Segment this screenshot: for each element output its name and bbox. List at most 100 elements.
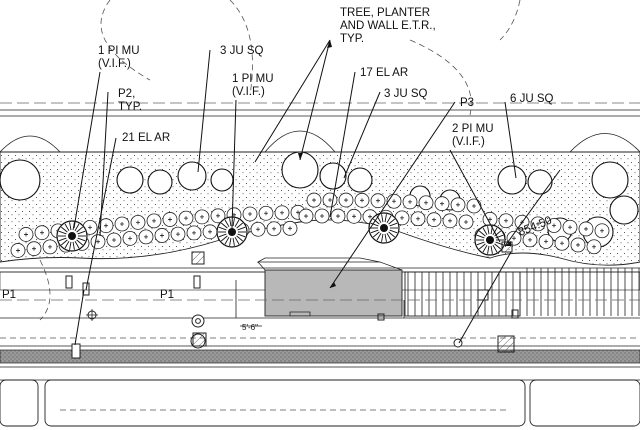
pine-needle <box>487 245 490 254</box>
existing-tree-planters <box>0 130 640 201</box>
label-line: TYP. <box>340 33 364 45</box>
grass-center <box>576 242 580 247</box>
dimension-label: 5'-6" <box>242 323 258 332</box>
juniper-shrub <box>116 166 144 194</box>
pine-needle <box>482 244 488 253</box>
pine-needle <box>384 233 387 242</box>
pine-needle <box>236 222 244 229</box>
pine-trunk <box>486 236 494 244</box>
grass-center <box>96 239 100 244</box>
label-p3: P3 <box>460 97 474 109</box>
pine-trunk <box>228 228 236 236</box>
pine-trunk <box>68 232 76 240</box>
pine-needle <box>232 237 235 246</box>
pine-needle <box>478 243 486 250</box>
pine-needle <box>476 241 485 246</box>
leader-arrowheads <box>298 40 511 288</box>
grass-center <box>32 246 36 251</box>
pine-needle <box>229 218 232 227</box>
grass-center <box>440 201 444 206</box>
pine-needle <box>487 226 490 235</box>
pine-needle <box>386 215 392 224</box>
grass-center <box>528 237 532 242</box>
grass-center <box>16 248 20 253</box>
grass-center <box>328 198 332 202</box>
label-line: 3 JU SQ <box>384 88 428 100</box>
grass-center <box>408 199 412 204</box>
walk-lines <box>0 280 640 339</box>
pine-needle <box>234 236 240 245</box>
label-p1-mid: P1 <box>160 289 174 301</box>
pine-needle <box>482 227 488 236</box>
label-p2: P2,TYP. <box>118 88 142 113</box>
grass-center <box>192 230 196 235</box>
pine-needle <box>388 231 396 238</box>
juniper-shrub <box>147 169 173 195</box>
grass-center <box>376 198 380 203</box>
grass-center <box>248 211 252 216</box>
grass-center <box>144 234 148 239</box>
label-line: P2, <box>118 88 135 100</box>
label-line: P3 <box>460 97 474 109</box>
pine-needle <box>218 233 227 238</box>
grass-center <box>592 244 596 249</box>
juniper-shrub <box>210 168 234 192</box>
grass-center <box>88 225 92 230</box>
pine-needle <box>494 230 502 237</box>
label-pi-mu-1: 1 PI MU(V.I.F.) <box>98 45 140 70</box>
pine-needle <box>478 230 486 237</box>
grass-center <box>48 244 52 249</box>
pine-needle <box>370 222 379 227</box>
label-el-ar-17: 17 EL AR <box>360 67 408 79</box>
grass-center <box>512 236 516 241</box>
grass-center <box>136 220 140 225</box>
pine-trees <box>56 212 506 256</box>
grass-center <box>424 200 428 205</box>
grass-center <box>464 220 468 225</box>
label-line: 1 PI MU <box>98 45 140 57</box>
label-line: 2 PI MU <box>452 123 494 135</box>
grass-center <box>320 214 324 218</box>
pine-needle <box>389 222 398 227</box>
pine-needle <box>224 219 230 228</box>
parking-stalls <box>0 379 640 427</box>
pine-needle <box>376 232 382 241</box>
pine-needle <box>494 243 502 250</box>
pine-needle <box>220 235 228 242</box>
grass-center <box>304 214 308 219</box>
juniper-shrub <box>319 162 347 190</box>
grass-center <box>584 226 588 231</box>
leader-lines <box>73 39 561 346</box>
juniper-shrub <box>347 167 373 193</box>
grass-center <box>544 239 548 244</box>
label-ju-sq-3b: 3 JU SQ <box>384 88 428 100</box>
pine-needle <box>237 226 246 231</box>
label-line: P1 <box>160 289 174 301</box>
grass-center <box>264 211 268 216</box>
grass-center <box>176 232 180 237</box>
pine-needle <box>58 237 67 242</box>
label-line: AND WALL E.T.R., <box>340 20 436 32</box>
grass-center <box>200 214 204 219</box>
grass-center <box>560 241 564 246</box>
grass-center <box>400 215 404 220</box>
grass-center <box>536 221 540 226</box>
label-ju-sq-6: 6 JU SQ <box>510 93 554 105</box>
grass-center <box>456 202 460 207</box>
grass-center <box>112 238 116 243</box>
pine-needle <box>224 236 230 245</box>
grass-center <box>352 214 356 219</box>
pine-needle <box>60 226 68 233</box>
grass-center <box>184 216 188 221</box>
grass-center <box>216 213 220 218</box>
grass-center <box>392 199 396 204</box>
pine-needle <box>64 223 70 232</box>
pine-needle <box>372 218 380 225</box>
label-line: (V.I.F.) <box>98 58 131 70</box>
pine-trunk <box>380 224 388 232</box>
grass-center <box>128 236 132 241</box>
